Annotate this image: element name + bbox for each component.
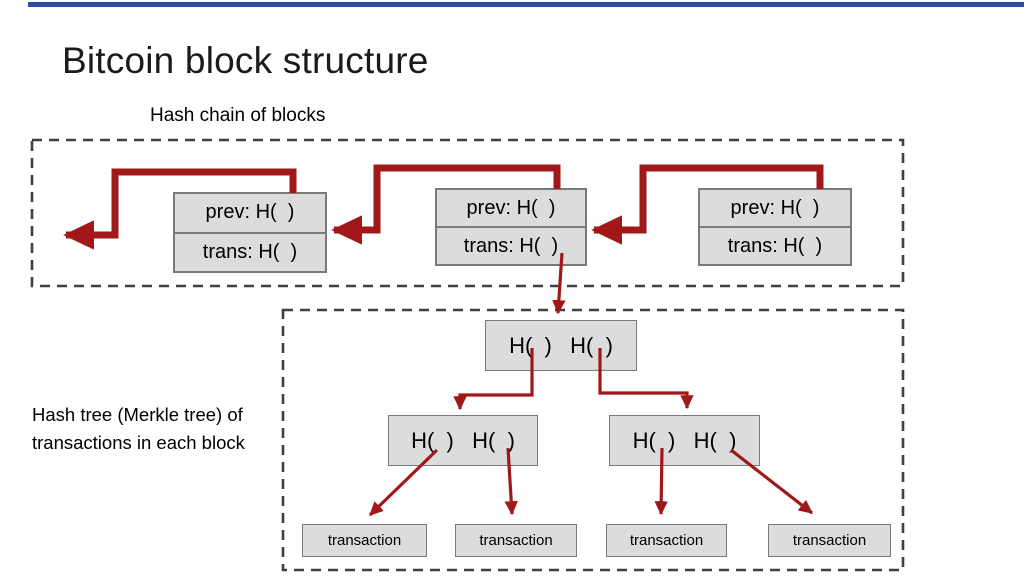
- chain-block-left-prev: prev: H( ): [205, 201, 295, 224]
- merkle-left-node: H( ) H( ): [388, 415, 538, 466]
- chain-block-right-prev: prev: H( ): [730, 196, 820, 219]
- transaction-box-4: transaction: [768, 524, 891, 557]
- merkle-right-node: H( ) H( ): [609, 415, 760, 466]
- chain-block-left-trans: trans: H( ): [175, 231, 325, 272]
- chain-block-left: prev: H( ) trans: H( ): [173, 192, 327, 273]
- merkle-tree-label: Hash tree (Merkle tree) of transactions …: [32, 401, 245, 457]
- transaction-box-2: transaction: [455, 524, 577, 557]
- chain-block-right-trans: trans: H( ): [700, 226, 850, 264]
- transaction-box-3: transaction: [606, 524, 727, 557]
- chain-block-middle-trans: trans: H( ): [437, 226, 585, 264]
- chain-block-middle-prev: prev: H( ): [466, 196, 556, 219]
- merkle-tree-label-line1: Hash tree (Merkle tree) of: [32, 404, 243, 425]
- merkle-root-node: H( ) H( ): [485, 320, 637, 371]
- slide-top-accent-line: [28, 2, 1024, 7]
- hash-chain-label: Hash chain of blocks: [150, 105, 326, 126]
- chain-block-right: prev: H( ) trans: H( ): [698, 188, 852, 266]
- page-title: Bitcoin block structure: [62, 40, 429, 81]
- transaction-box-1: transaction: [302, 524, 427, 557]
- merkle-tree-label-line2: transactions in each block: [32, 432, 245, 453]
- chain-block-middle: prev: H( ) trans: H( ): [435, 188, 587, 266]
